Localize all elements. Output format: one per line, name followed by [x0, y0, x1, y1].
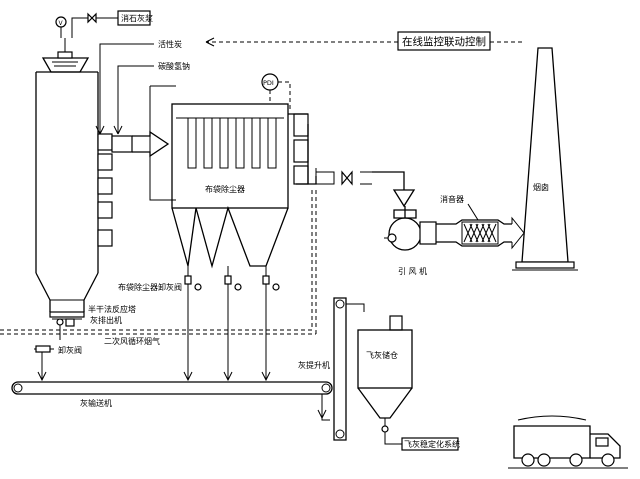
secondary-air-label: 二次风循环烟气 [104, 336, 160, 346]
unload-valve: 卸灰阀 [34, 345, 82, 382]
chimney-label: 烟囱 [533, 182, 549, 192]
online-monitor-link: 在线监控联动控制 [205, 31, 522, 51]
baghouse-valve-label: 布袋除尘器卸灰阀 [118, 282, 182, 292]
activated-carbon-feed: 活性炭 [95, 39, 182, 135]
fly-ash-stabilize-label: 飞灰稳定化系统 [404, 439, 460, 449]
baghouse-label: 布袋除尘器 [205, 184, 245, 194]
semi-dry-reactor: V [35, 16, 99, 340]
recirculation-line-2 [0, 190, 317, 335]
reactor-side-duct [97, 133, 113, 247]
pdi-label: PDI [263, 79, 274, 87]
induced-fan-label: 引 风 机 [398, 266, 427, 276]
lime-slurry-feed: 消石灰浆 [71, 10, 153, 38]
online-monitor-label: 在线监控联动控制 [402, 35, 486, 48]
fly-ash-silo: 飞灰储仓 [357, 315, 413, 445]
recirculation-line [0, 190, 313, 331]
baghouse-filter: 布袋除尘器 [171, 103, 289, 276]
ash-elevator: 灰提升机 [298, 297, 365, 441]
activated-carbon-label: 活性炭 [158, 39, 182, 49]
induced-draft-fan: 引 风 机 [384, 206, 437, 276]
sodium-bicarbonate-feed: 碳酸氢钠 [113, 61, 190, 135]
ash-conveyor-label: 灰输送机 [80, 398, 112, 408]
reactor-to-baghouse-duct [111, 85, 176, 201]
fly-ash-stabilize: 飞灰稳定化系统 [401, 437, 460, 451]
ash-elevator-label: 灰提升机 [298, 360, 330, 370]
fly-ash-silo-label: 飞灰储仓 [366, 350, 398, 360]
sodium-bicarbonate-label: 碳酸氢钠 [158, 61, 190, 71]
hopper-valves [183, 275, 280, 382]
unload-valve-label: 卸灰阀 [58, 345, 82, 355]
lime-slurry-label: 消石灰浆 [121, 13, 153, 23]
reactor-ash-discharger-label-1: 半干法反应塔 [88, 304, 136, 314]
baghouse-outlet-duct [288, 113, 416, 208]
chimney: 烟囱 [512, 47, 578, 271]
ash-conveyor: 灰输送机 [11, 381, 333, 408]
pdi-gauge: PDI [261, 73, 291, 110]
silencer: 消音器 [436, 194, 525, 250]
silencer-label: 消音器 [440, 194, 464, 204]
truck-icon [508, 415, 628, 469]
svg-text:V: V [59, 20, 64, 27]
reactor-ash-discharger-label-2: 灰排出机 [90, 315, 122, 325]
